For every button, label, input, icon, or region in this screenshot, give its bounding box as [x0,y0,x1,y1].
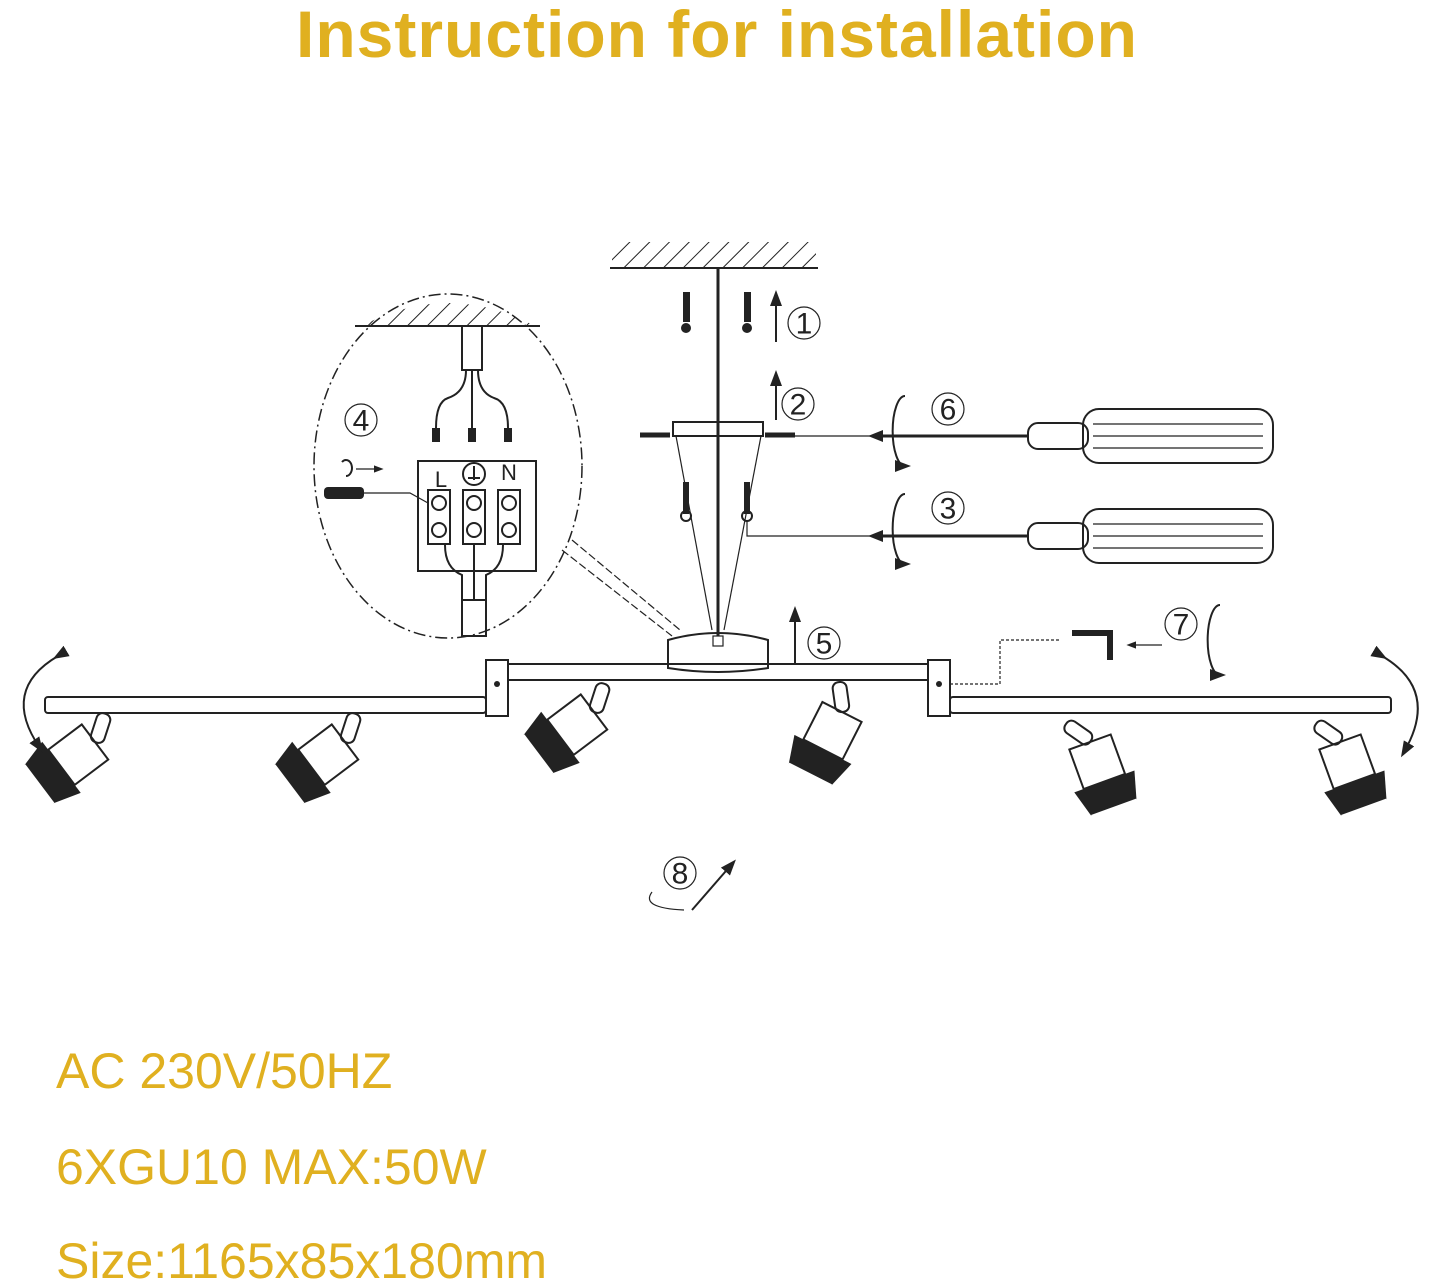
step-5: 5 [816,628,833,661]
step-6: 6 [940,394,957,427]
rotate-icon [891,395,911,472]
screwdriver-icon [866,507,1275,565]
rotate-icon [341,459,353,477]
spotlight [771,677,880,798]
step-markers: 1 2 3 4 5 6 7 8 [344,306,1198,891]
rotate-icon [648,891,685,911]
rotate-icon [1206,604,1226,681]
terminal-label-neutral: N [501,460,517,485]
rotate-icon [891,493,911,570]
light-bars [44,639,1392,717]
wiring-detail [313,293,681,639]
rotate-arrow-icon [1370,645,1419,758]
spec-voltage: AC 230V/50HZ [56,1043,393,1099]
ceiling-canopy [667,632,769,673]
mounting-bracket [640,421,870,631]
step-7: 7 [1173,609,1190,642]
wall-plug-icon [681,292,752,333]
screwdriver-icon [866,407,1275,465]
ceiling [610,242,818,269]
spotlight [1026,702,1169,841]
terminal-label-live: L [435,467,447,492]
step-1: 1 [796,308,813,341]
spec-bulbs: 6XGU10 MAX:50W [56,1139,487,1195]
arrow-icon [691,859,736,911]
page-title: Instruction for installation [295,0,1138,71]
spotlight [506,661,630,794]
rotate-arrow-icon [22,645,70,753]
allen-key-icon [1072,630,1113,660]
step-3: 3 [940,493,957,526]
step-2: 2 [790,389,807,422]
step-8: 8 [672,858,689,891]
spec-size: Size:1165x85x180mm [56,1233,548,1288]
step-4: 4 [353,405,370,438]
spotlight [1276,702,1419,841]
